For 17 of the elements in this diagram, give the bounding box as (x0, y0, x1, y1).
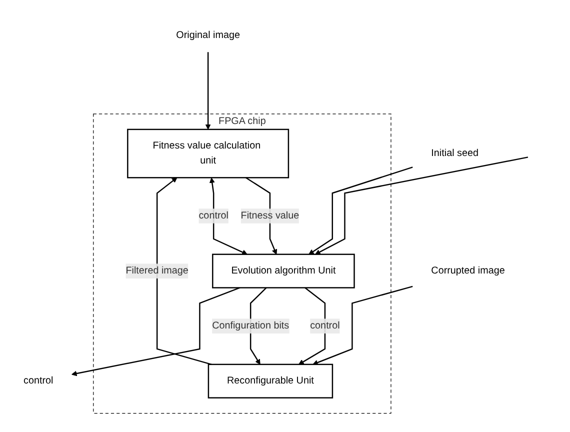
arrow (312, 286, 413, 366)
edge-label: Fitness value (240, 210, 300, 221)
arrow (72, 287, 240, 376)
arrow (205, 52, 211, 130)
node-box: Reconfigurable Unit (208, 364, 334, 398)
edge-label: Configuration bits (212, 320, 290, 332)
node-text: Corrupted image (431, 265, 505, 276)
edge-label: control (310, 320, 340, 332)
node-text: Initial seed (431, 148, 478, 158)
node-text: Original image (176, 30, 240, 40)
edge-label: Filtered image (126, 265, 188, 276)
node-text: control (24, 376, 54, 386)
edge-label: control (198, 210, 228, 221)
node-box: Evolution algorithm Unit (212, 254, 355, 288)
arrow (315, 156, 528, 255)
node-box: Fitness value calculation unit (127, 128, 290, 178)
arrow (308, 166, 413, 255)
